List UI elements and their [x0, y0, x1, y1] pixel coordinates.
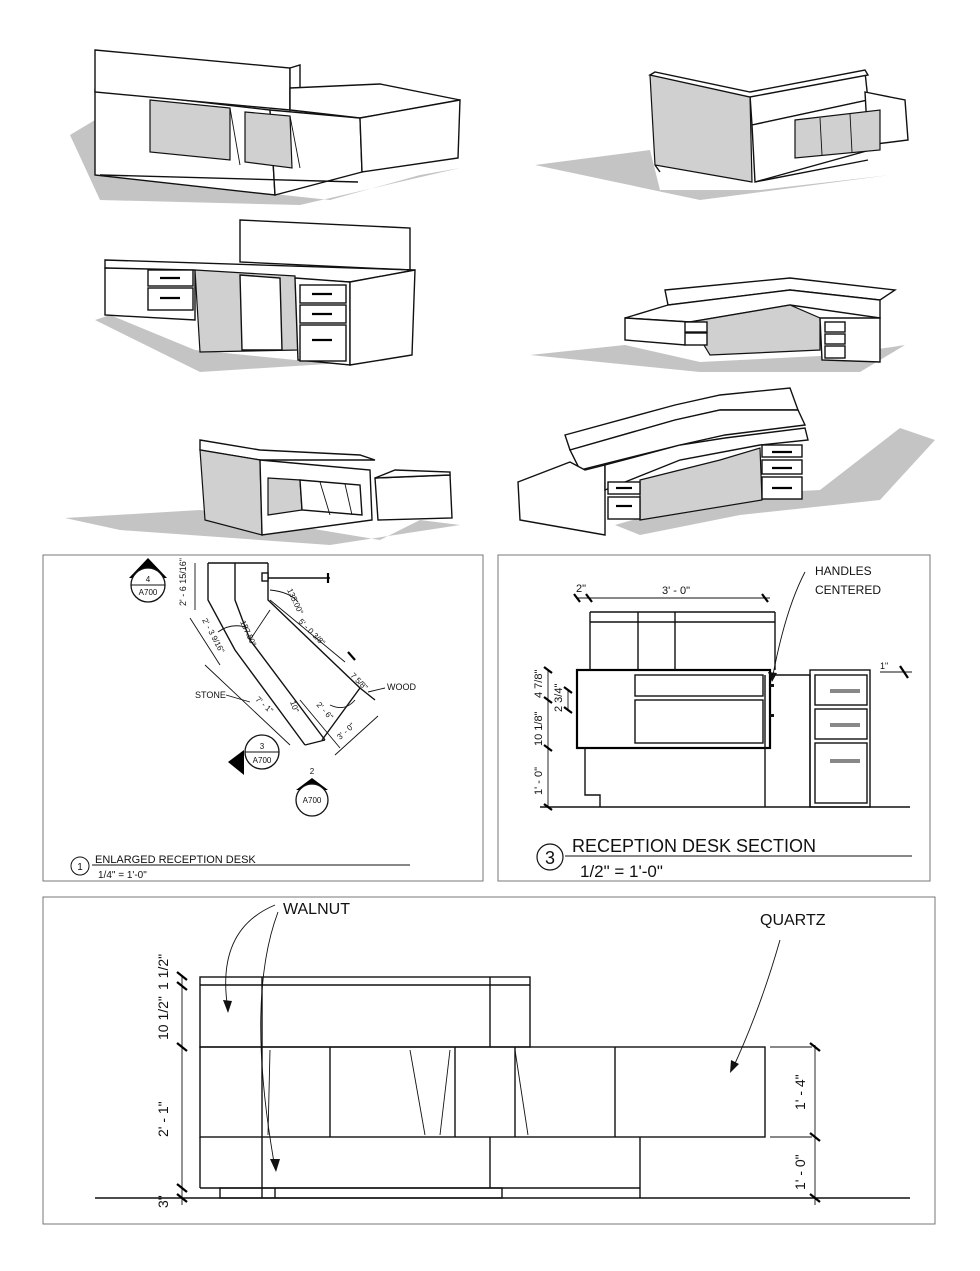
- handles-note-line-2: CENTERED: [815, 583, 881, 597]
- plan-dim-8: 10": [288, 700, 301, 714]
- perspective-sketch-6: [517, 387, 935, 536]
- section-title: RECEPTION DESK SECTION: [572, 836, 816, 856]
- callout-4-sheet: A700: [139, 588, 158, 597]
- plan-dim-7: 7' - 1": [254, 695, 275, 715]
- handles-note-line-1: HANDLES: [815, 564, 872, 578]
- callout-2-number: 2: [310, 767, 315, 776]
- callout-3-number: 3: [260, 742, 265, 751]
- section-callout-2: 2 A700: [295, 767, 329, 817]
- elevation-dim-5: 1' - 4": [792, 1074, 808, 1110]
- section-title-block: 3 RECEPTION DESK SECTION 1/2" = 1'-0": [536, 836, 912, 881]
- perspective-sketch-2: [535, 69, 909, 200]
- section-callout-4: 4 A700: [129, 558, 167, 603]
- walnut-label: WALNUT: [283, 901, 350, 918]
- plan-title: ENLARGED RECEPTION DESK: [95, 854, 256, 866]
- callout-3-sheet: A700: [253, 756, 272, 765]
- section-dim-3: 4 7/8": [533, 670, 545, 698]
- section-scale: 1/2" = 1'-0": [580, 862, 663, 881]
- section-dim-2: 3' - 0": [662, 585, 690, 597]
- elevation-dim-2: 10 1/2": [155, 996, 171, 1040]
- plan-title-block: 1 ENLARGED RECEPTION DESK 1/4" = 1'-0": [70, 854, 410, 881]
- plan-dim-2: 135.00°: [285, 587, 305, 616]
- plan-dim-9: 2' - 6": [315, 700, 335, 721]
- elevation-dim-6: 1' - 0": [792, 1154, 808, 1190]
- section-dim-4: 2 3/4": [553, 684, 565, 712]
- section-dim-6: 1' - 0": [533, 767, 545, 795]
- stone-label: STONE: [195, 690, 226, 700]
- plan-dim-1: 2' - 6 15/16": [178, 558, 188, 606]
- plan-dim-4: 157.50°: [238, 619, 258, 648]
- elevation-dim-3: 2' - 1": [155, 1101, 171, 1137]
- callout-4-number: 4: [146, 575, 151, 584]
- section-dim-1: 2": [576, 583, 586, 595]
- plan-panel: 2' - 6 15/16" 135.00° 2' - 3 9/16" 157.5…: [42, 554, 484, 882]
- section-panel: 2" 3' - 0" 4 7/8" 2 3/4" 10 1/8" 1' - 0"…: [497, 554, 931, 882]
- callout-2-sheet: A700: [303, 796, 322, 805]
- plan-scale: 1/4" = 1'-0": [98, 870, 147, 881]
- elevation-dim-1: 1 1/2": [155, 954, 171, 990]
- plan-detail-number: 1: [77, 862, 83, 873]
- section-detail-number: 3: [545, 848, 555, 868]
- elevation-panel: 1 1/2" 10 1/2" 2' - 1" 3" 1' - 4" 1' - 0…: [42, 896, 936, 1225]
- perspective-sketch-3: [95, 219, 416, 372]
- quartz-label: QUARTZ: [760, 912, 826, 929]
- elevation-dim-4: 3": [155, 1195, 171, 1208]
- section-dim-7: 1": [880, 661, 888, 671]
- perspective-sketch-5: [65, 439, 460, 545]
- section-callout-3: 3 A700: [228, 734, 280, 775]
- perspective-sketch-4: [530, 277, 905, 372]
- desk-plan-outline: [207, 562, 376, 746]
- wood-label: WOOD: [387, 682, 416, 692]
- section-dim-5: 10 1/8": [533, 711, 545, 746]
- plan-dim-3: 2' - 3 9/16": [200, 617, 226, 655]
- perspective-sketch-1: [70, 49, 461, 205]
